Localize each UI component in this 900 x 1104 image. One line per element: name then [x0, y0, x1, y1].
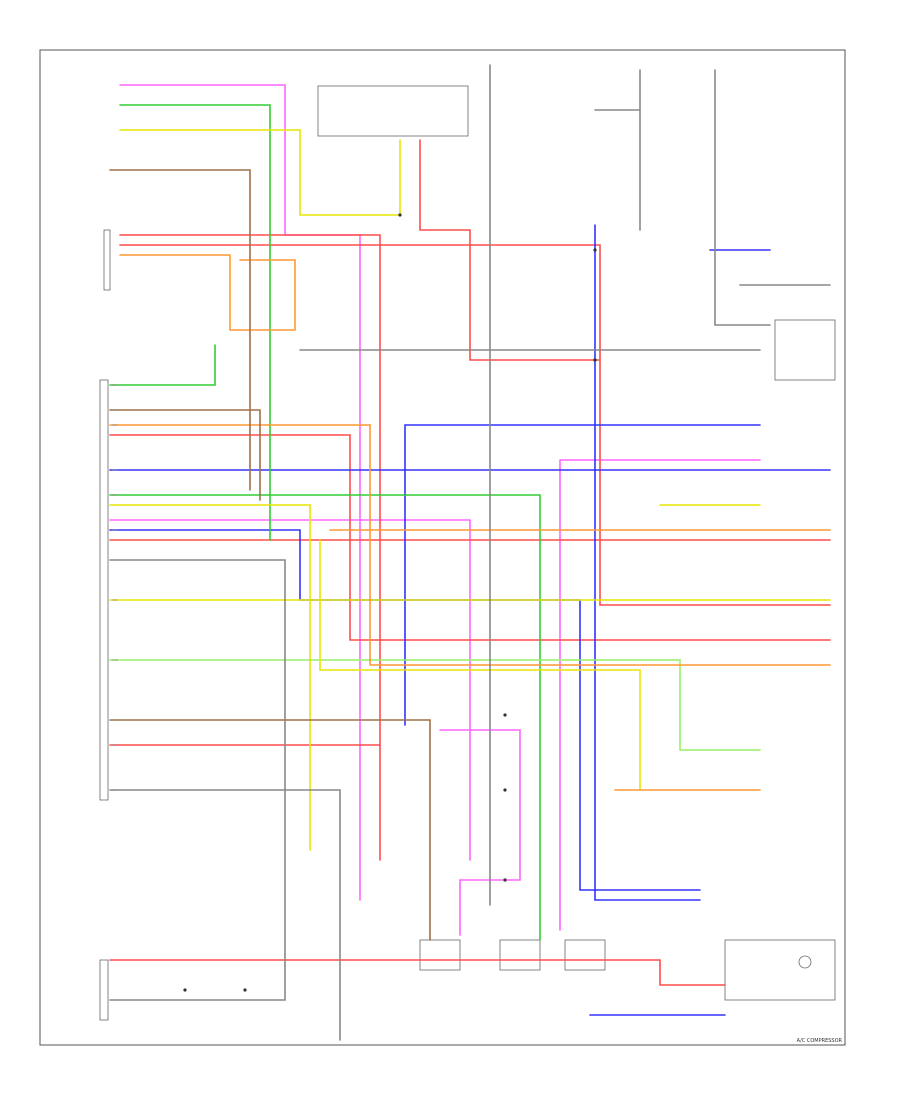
- wire-yellow-4: [109, 504, 831, 601]
- wire-orange-3: [329, 529, 831, 791]
- wire-yellow-2: [109, 504, 311, 851]
- wire-grey-3: [299, 64, 761, 906]
- wire-grey-4: [714, 69, 831, 326]
- component-bottom-3: [564, 939, 606, 971]
- connector-bottom-left: [99, 959, 109, 1021]
- wire-green-1: [119, 104, 271, 541]
- component-right-1: [774, 319, 836, 381]
- component-top-center: [317, 85, 469, 137]
- wire-blue-5: [589, 249, 771, 1016]
- wire-grey-1: [109, 559, 286, 1001]
- wire-pink-1: [119, 84, 361, 901]
- wire-yellow-1: [119, 129, 401, 216]
- wire-pink-2: [109, 519, 471, 861]
- wire-brown-1: [109, 409, 431, 941]
- wire-red-3: [109, 434, 831, 641]
- wire-red-5: [419, 139, 601, 361]
- splice-points: [183, 213, 597, 992]
- wire-blue-4: [594, 224, 701, 901]
- wire-red-1: [119, 234, 381, 861]
- wire-blue-3: [404, 424, 761, 726]
- diagram-frame: [39, 49, 846, 1046]
- connector-left-1: [103, 229, 111, 291]
- wire-orange-1: [119, 254, 296, 331]
- wire-grey-5: [594, 69, 641, 231]
- connector-main-left: [99, 379, 109, 801]
- wires: [109, 64, 831, 1041]
- compressor-clutch-icon: [798, 955, 812, 969]
- component-bottom-2: [499, 939, 541, 971]
- wire-orange-2: [109, 424, 831, 666]
- wire-red-6: [109, 744, 726, 986]
- compressor-label: A/C COMPRESSOR: [797, 1038, 843, 1044]
- component-bottom-1: [419, 939, 461, 971]
- components: [99, 85, 836, 1021]
- wire-pink-3: [439, 729, 521, 936]
- wire-green-3: [109, 494, 541, 941]
- wire-grey-2: [109, 789, 341, 1041]
- wire-brown-2: [109, 169, 251, 491]
- wire-yellow-3: [319, 539, 641, 791]
- wire-pink-4: [559, 459, 761, 931]
- wire-ltgreen-1: [109, 659, 761, 751]
- wire-green-2: [109, 344, 216, 386]
- terminal-marks: [112, 384, 118, 791]
- component-compressor: [724, 939, 836, 1001]
